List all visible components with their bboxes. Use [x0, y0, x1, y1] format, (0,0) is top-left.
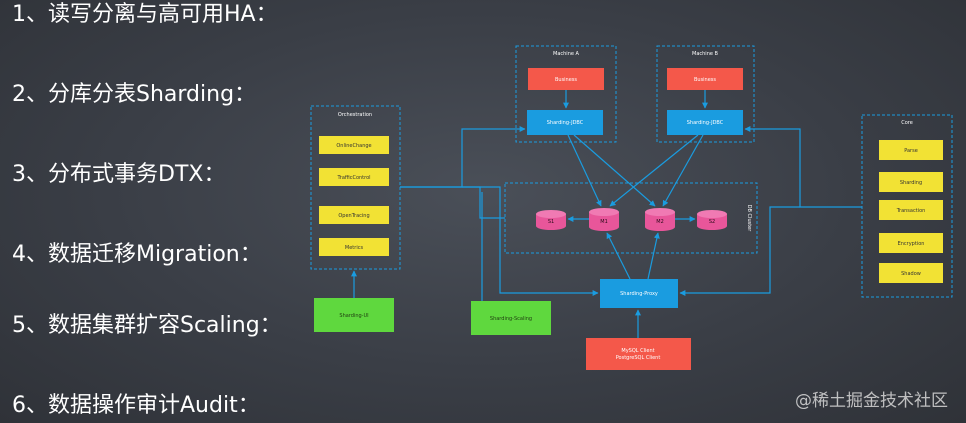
svg-text:Sharding-JDBC: Sharding-JDBC — [547, 120, 584, 126]
machine-a-jdbc: Sharding-JDBC — [527, 110, 603, 135]
list-item-4: 4、数据迁移Migration： — [12, 242, 262, 267]
svg-text:TrafficControl: TrafficControl — [336, 175, 370, 181]
db-cluster-title: DB Cluster — [746, 205, 752, 233]
core-item-parse: Parse — [879, 140, 943, 160]
list-item-5: 5、数据集群扩容Scaling： — [12, 313, 282, 338]
core-item-sharding: Sharding — [879, 172, 943, 192]
svg-text:Sharding-JDBC: Sharding-JDBC — [687, 120, 724, 126]
svg-text:OnlineChange: OnlineChange — [336, 143, 371, 149]
svg-text:Shadow: Shadow — [901, 271, 921, 277]
list-item-1: 1、读写分离与高可用HA： — [12, 2, 278, 27]
svg-text:S2: S2 — [709, 219, 715, 225]
orchestration-item-metrics: Metrics — [319, 238, 389, 256]
machine-a-title: Machine A — [553, 51, 580, 57]
connectors — [351, 90, 862, 338]
orchestration-to-db-cluster — [462, 186, 505, 219]
machine-b-jdbc: Sharding-JDBC — [667, 110, 743, 135]
core-to-proxy — [679, 206, 800, 296]
orchestration-item-onlinechange: OnlineChange — [319, 136, 389, 154]
svg-text:Sharding: Sharding — [900, 180, 922, 186]
svg-text:Business: Business — [694, 77, 716, 83]
core-panel: Core Parse Sharding Transaction Encrypti… — [861, 114, 953, 298]
sharding-proxy-box: Sharding-Proxy — [600, 279, 678, 308]
svg-text:M2: M2 — [656, 219, 664, 225]
arrow-proxy-to-m1 — [606, 232, 631, 280]
machine-b-title: Machine B — [692, 51, 719, 57]
arrow-jdbc-b-to-m1 — [609, 134, 699, 207]
db-s2: S2 — [697, 210, 727, 230]
orchestration-to-proxy — [400, 186, 599, 296]
svg-text:Sharding-UI: Sharding-UI — [339, 313, 368, 319]
orchestration-item-trafficcontrol: TrafficControl — [319, 168, 389, 186]
core-item-shadow: Shadow — [879, 263, 943, 283]
arrow-proxy-to-m2 — [647, 232, 660, 280]
svg-text:Metrics: Metrics — [345, 245, 364, 251]
db-s1: S1 — [536, 210, 566, 230]
svg-text:S1: S1 — [548, 219, 554, 225]
client-box: MySQL Client PostgreSQL Client — [586, 338, 691, 370]
core-to-jdbc-b — [744, 126, 862, 208]
db-m1: M1 — [589, 208, 619, 231]
orchestration-to-jdbc-a — [400, 126, 526, 188]
machine-b-business: Business — [667, 68, 743, 90]
list-item-6: 6、数据操作审计Audit： — [12, 393, 260, 418]
db-m2: M2 — [645, 208, 675, 231]
watermark: @稀土掘金技术社区 — [795, 391, 948, 411]
svg-text:Sharding-Proxy: Sharding-Proxy — [620, 291, 658, 297]
orchestration-item-opentracing: OpenTracing — [319, 206, 389, 224]
list-item-3: 3、分布式事务DTX： — [12, 162, 226, 187]
machine-a-business: Business — [528, 68, 604, 90]
core-item-encryption: Encryption — [879, 233, 943, 253]
list-item-2: 2、分库分表Sharding： — [12, 82, 257, 107]
orchestration-panel: Orchestration OnlineChange TrafficContro… — [310, 105, 401, 270]
arrow-jdbc-b-to-m2 — [662, 134, 704, 207]
machine-a-panel: Machine A Business Sharding-JDBC — [515, 45, 617, 143]
orchestration-title: Orchestration — [338, 112, 372, 118]
svg-text:PostgreSQL Client: PostgreSQL Client — [616, 355, 661, 361]
svg-text:OpenTracing: OpenTracing — [338, 213, 369, 219]
sharding-scaling-box: Sharding-Scaling — [471, 301, 551, 335]
svg-text:MySQL Client: MySQL Client — [621, 348, 654, 354]
arrow-jdbc-a-to-m1 — [567, 134, 602, 207]
svg-text:Parse: Parse — [904, 148, 918, 154]
arrow-jdbc-a-to-m2 — [573, 134, 656, 207]
sharding-ui-box: Sharding-UI — [314, 298, 394, 332]
svg-text:M1: M1 — [600, 219, 608, 225]
svg-text:Business: Business — [555, 77, 577, 83]
svg-text:Transaction: Transaction — [896, 208, 926, 214]
core-title: Core — [901, 120, 913, 126]
machine-b-panel: Machine B Business Sharding-JDBC — [656, 45, 755, 143]
svg-text:Encryption: Encryption — [898, 241, 925, 247]
db-cluster-panel: DB Cluster — [504, 182, 758, 254]
core-item-transaction: Transaction — [879, 200, 943, 220]
svg-text:Sharding-Scaling: Sharding-Scaling — [490, 316, 532, 322]
